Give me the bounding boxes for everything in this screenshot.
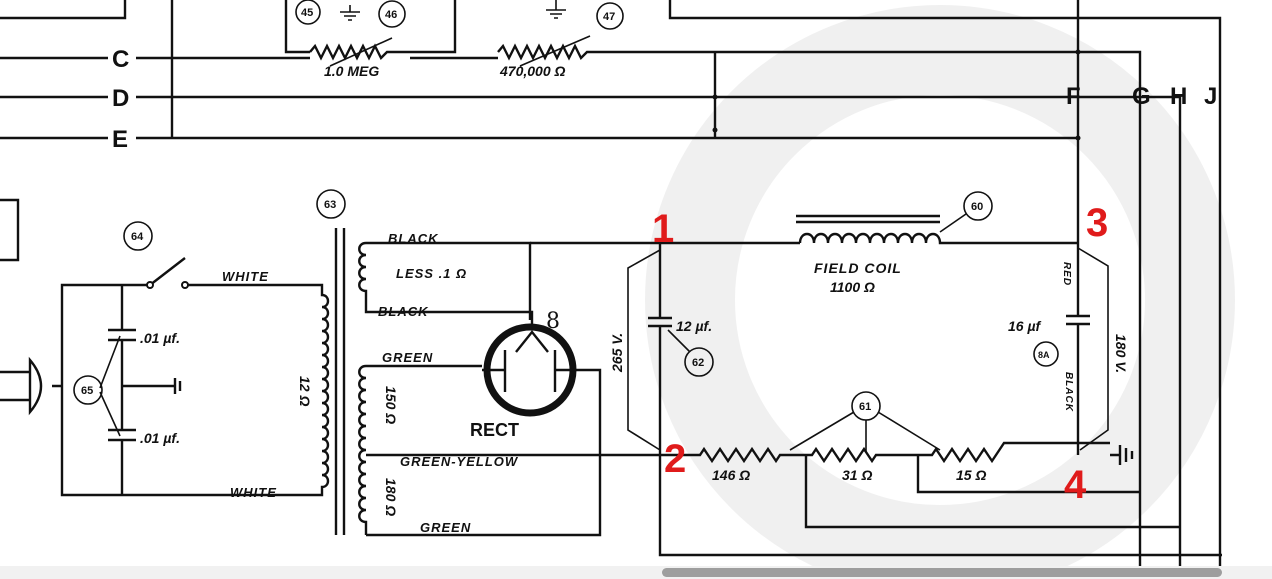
transformer-primary: [290, 283, 330, 497]
wire-label-green-bottom: GREEN: [420, 520, 471, 535]
potentiometer-47: [497, 43, 598, 61]
wire-label-black-2: BLACK: [378, 304, 429, 319]
annotation-1: 1: [652, 207, 674, 251]
red-lead-label: RED: [1061, 262, 1072, 286]
bus-label-e: E: [112, 126, 128, 153]
bus-c-right: [598, 50, 1142, 566]
bus-label-d: D: [112, 85, 129, 112]
callout-47: 47: [603, 11, 615, 23]
voltage-180-bracket: [1077, 247, 1109, 451]
rectifier-label: RECT: [470, 420, 519, 440]
wire-pot46-left: [284, 0, 310, 54]
tap-h: [804, 455, 1180, 529]
voltage-265: 265 V.: [609, 333, 625, 373]
scrollbar-thumb[interactable]: [662, 568, 1222, 577]
transformer-core: [334, 228, 346, 535]
power-switch: [149, 257, 300, 287]
bus-label-h: H: [1170, 83, 1187, 110]
callout-62: 62: [692, 357, 704, 369]
bus-label-j: J: [1204, 83, 1217, 110]
callout-60: 60: [971, 201, 983, 213]
filament-winding: [358, 241, 534, 330]
power-plug-icon: [0, 356, 43, 416]
filter-cap-12: [648, 243, 1222, 557]
bus-label-f: F: [1066, 83, 1081, 110]
wire-top-right: [668, 0, 1222, 566]
annotation-4: 4: [1064, 463, 1087, 507]
callout-45: 45: [301, 7, 313, 19]
callout-63: 63: [324, 199, 336, 211]
rectifier-elements: [482, 330, 575, 392]
bus-d-line: [0, 95, 1182, 566]
tap-g: [916, 455, 1140, 494]
callout-65: 65: [81, 385, 93, 397]
callout-65-leaders: [99, 335, 121, 437]
primary-resistance: 12 Ω: [297, 376, 313, 406]
wire-label-less: LESS .1 Ω: [396, 266, 467, 281]
callout-circle-62: [684, 347, 714, 377]
wire-label-white-top: WHITE: [222, 269, 269, 284]
capacitor-pair: [108, 285, 136, 495]
black-lead-label: BLACK: [1063, 372, 1074, 412]
callout-circle-45: [295, 0, 321, 25]
schematic-diagram: C D E F G H J 1.0 MEG 45 46 470,000 Ω 47…: [0, 0, 1235, 579]
pot47-value: 470,000 Ω: [499, 63, 565, 79]
cap-12-label: 12 µf.: [676, 318, 712, 334]
winding-150: 150 Ω: [383, 386, 399, 424]
field-coil-value: 1100 Ω: [830, 279, 875, 295]
wire-label-green-top: GREEN: [382, 350, 433, 365]
voltage-divider: [668, 441, 1110, 464]
mains-wires: [52, 283, 290, 497]
wire-pot46-right: [410, 0, 457, 54]
callout-circle-63: [316, 189, 346, 219]
filter-cap-16: [1066, 245, 1090, 455]
callout-circle-8a: [1033, 341, 1059, 367]
annotation-2: 2: [664, 437, 686, 481]
callout-61-leaders: [789, 411, 941, 452]
callout-circle-60: [963, 191, 993, 221]
ground-icon: [546, 0, 566, 19]
bus-label-g: G: [1132, 83, 1151, 110]
pot46-arrow: [329, 37, 393, 67]
tube-number-annotation: 8: [546, 309, 560, 334]
wire-top-left: [0, 0, 127, 20]
plug-top: [0, 198, 20, 262]
chassis-ground: [122, 378, 182, 394]
high-voltage-winding: [358, 364, 368, 535]
callout-circle-65: [73, 375, 103, 405]
horizontal-scrollbar[interactable]: [0, 566, 1272, 579]
callout-circle-64: [123, 221, 153, 251]
cap-label-top: .01 µf.: [140, 330, 180, 346]
callout-64: 64: [131, 231, 144, 243]
watermark: [645, 5, 1235, 579]
cap-16-label: 16 µf: [1008, 318, 1042, 334]
wire-green-bottom: [366, 368, 602, 537]
res-15-label: 15 Ω: [956, 467, 986, 483]
wire-label-green-yellow: GREEN-YELLOW: [400, 454, 519, 469]
callout-46: 46: [385, 9, 397, 21]
wire-label-black-top: BLACK: [388, 231, 439, 246]
callout-circle-47: [596, 2, 624, 30]
field-coil-label: FIELD COIL: [814, 260, 902, 276]
potentiometer-46: [309, 43, 410, 61]
callout-circle-46: [378, 0, 406, 28]
pot47-arrow: [519, 35, 591, 67]
voltage-265-bracket: [627, 249, 661, 451]
voltage-180: 180 V.: [1113, 334, 1129, 373]
res-146-label: 146 Ω: [712, 467, 750, 483]
field-coil-core: [796, 214, 940, 224]
ground-icon: [340, 5, 360, 21]
field-coil: [798, 232, 1078, 245]
chassis-ground-right: [1110, 445, 1134, 465]
bus-label-c: C: [112, 46, 129, 73]
wire-label-white-bottom: WHITE: [230, 485, 277, 500]
res-31-label: 31 Ω: [842, 467, 872, 483]
callout-8a: 8A: [1038, 350, 1050, 360]
annotation-3: 3: [1086, 201, 1108, 245]
callout-61: 61: [859, 401, 871, 413]
cap-label-bottom: .01 µf.: [140, 430, 180, 446]
pot46-value: 1.0 MEG: [324, 63, 379, 79]
winding-180: 180 Ω: [383, 478, 399, 516]
